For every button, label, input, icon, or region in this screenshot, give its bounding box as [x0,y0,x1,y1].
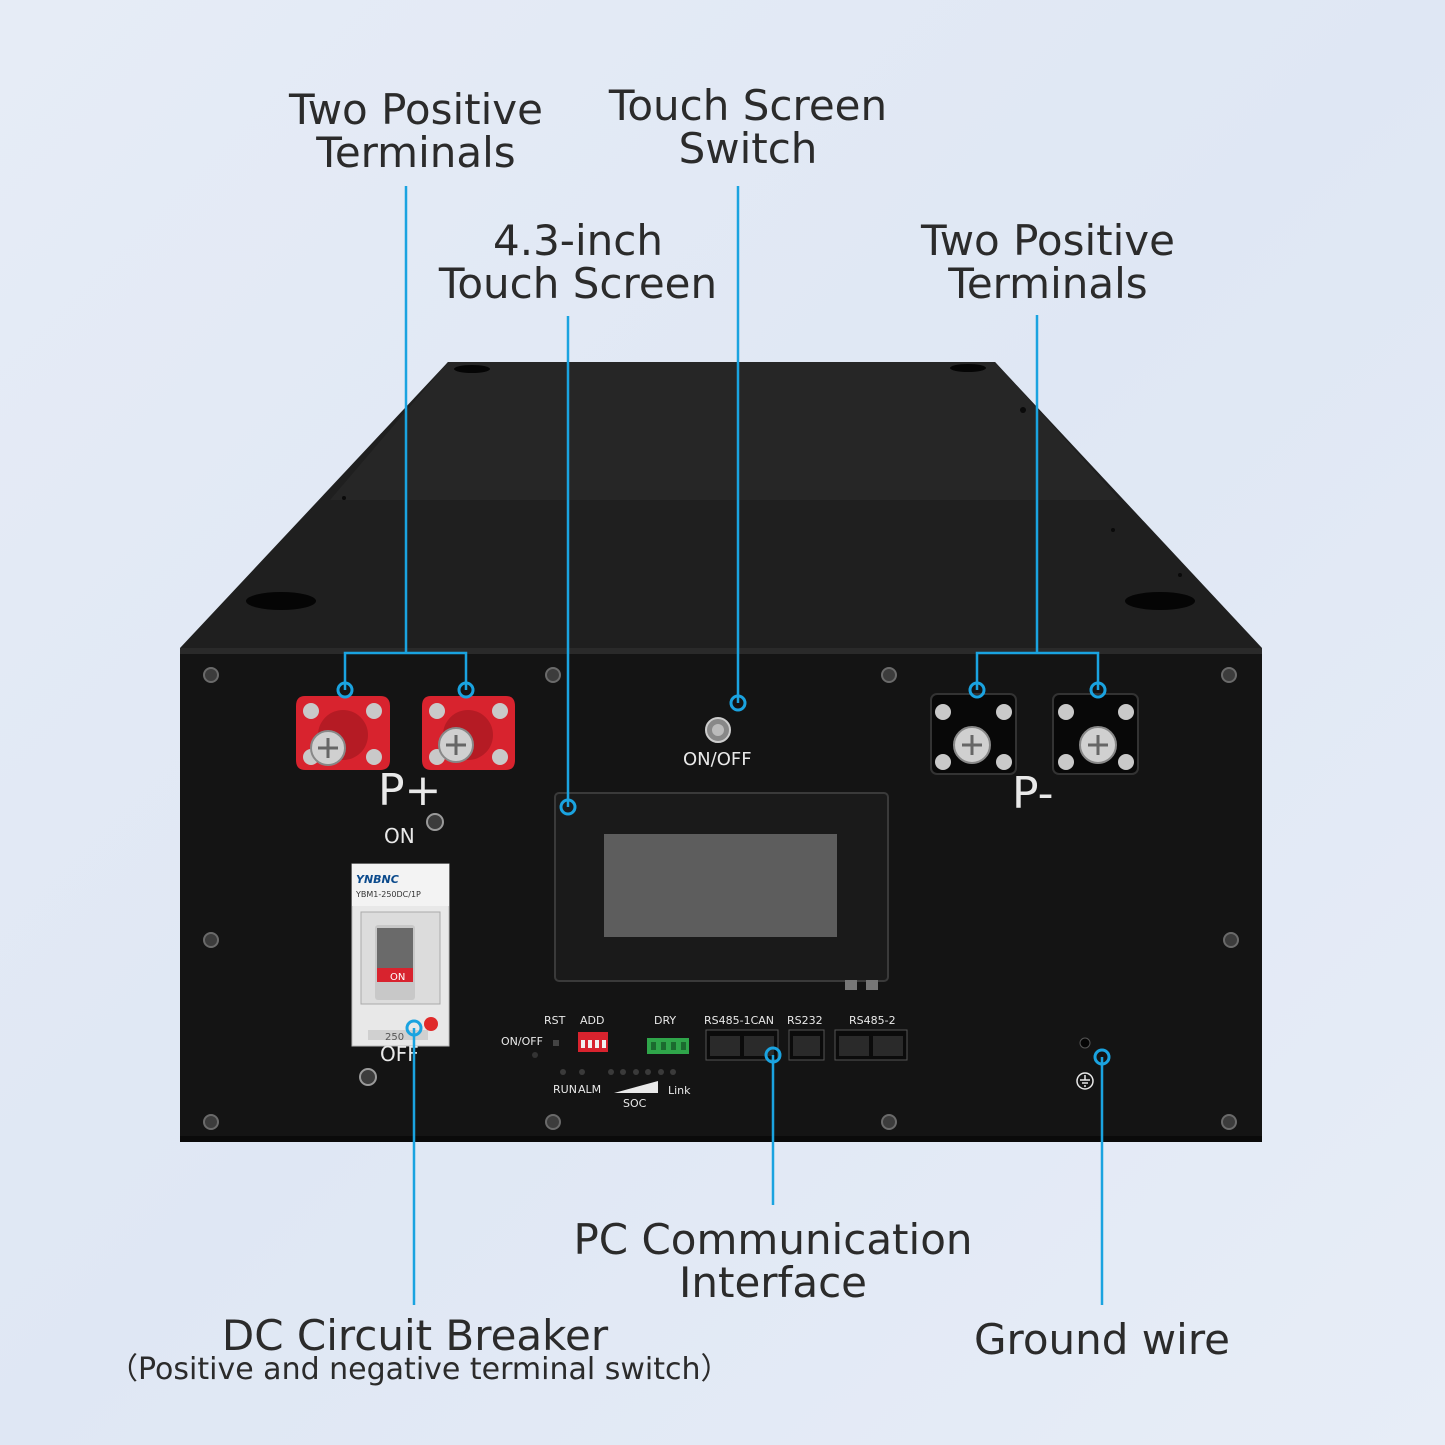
rst-label: RST [544,1014,566,1027]
link-label: Link [668,1084,691,1097]
callout-dc-breaker: DC Circuit Breaker [221,1311,609,1360]
power-button-label: ON/OFF [683,749,752,770]
touch-screen[interactable] [554,792,889,982]
callout-positive-terminals-right: Two Positive Terminals [920,216,1175,308]
case-top-shade [330,362,1120,500]
callout-dc-breaker-note: （Positive and negative terminal switch） [108,1352,731,1387]
run-label: RUN [553,1083,577,1096]
negative-terminal-1 [930,693,1017,775]
breaker-model: YBM1-250DC/1P [355,890,421,899]
top-hole-right [1125,592,1195,610]
soc-indicator-icon [614,1081,658,1093]
dc-circuit-breaker[interactable] [351,863,450,1047]
ground-screw [1079,1037,1091,1049]
callout-ground-wire: Ground wire [973,1315,1231,1364]
rs232-label: RS232 [787,1014,823,1027]
dry-label: DRY [654,1014,676,1027]
on-label: ON [384,824,415,848]
p-plus-label: P+ [378,765,441,816]
add-dip-switch[interactable] [578,1032,608,1052]
rs485-1can-label: RS485-1CAN [704,1014,774,1027]
top-hole-back-right [950,364,986,372]
dry-contact-terminal[interactable] [647,1038,689,1054]
small-onoff-label: ON/OFF [501,1035,543,1048]
soc-label: SOC [623,1097,647,1110]
breaker-on-label: ON [390,972,405,983]
small-screw [426,813,444,831]
ground-icon [1076,1072,1094,1090]
add-label: ADD [580,1014,604,1027]
callout-positive-terminals-left: Two Positive Terminals [288,85,543,177]
panel-screws [203,667,1239,1130]
p-minus-label: P- [1012,768,1053,819]
breaker-brand: YNBNC [356,873,399,886]
callout-lines [343,186,1104,1305]
off-label: OFF [380,1042,419,1066]
negative-terminal-2 [1052,693,1139,775]
breaker-rating: 250 [385,1032,404,1043]
callout-pc-communication: PC Communication Interface [573,1215,973,1307]
positive-terminal-1 [296,696,390,770]
top-hole-back-left [454,365,490,373]
alm-label: ALM [578,1083,601,1096]
top-hole-left [246,592,316,610]
rs485-2-label: RS485-2 [849,1014,896,1027]
callout-dots [336,681,1111,1066]
callout-touch-screen-switch: Touch Screen Switch [608,81,888,173]
power-button[interactable] [705,717,731,743]
positive-terminal-2 [422,696,515,770]
callout-touch-screen: 4.3-inch Touch Screen [438,216,718,308]
